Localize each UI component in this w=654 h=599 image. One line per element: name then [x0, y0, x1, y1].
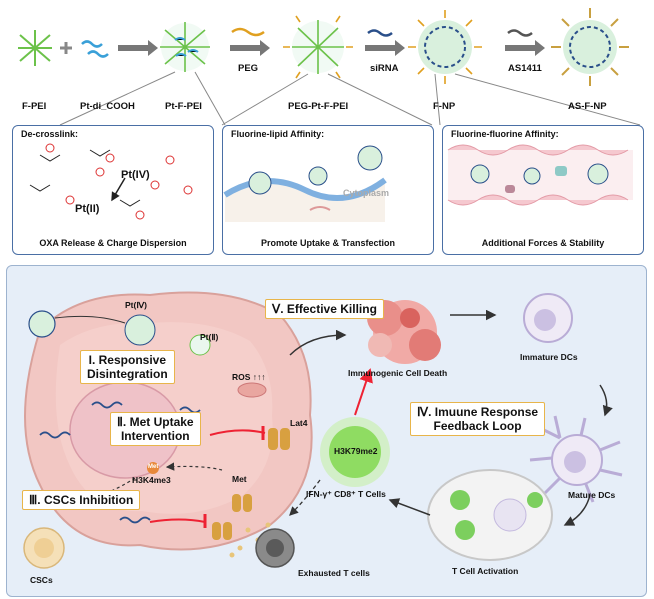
icd-label: Immunogenic Cell Death	[348, 368, 448, 378]
label-f-np: F-NP	[433, 101, 456, 112]
h3k4me3-label: H3K4me3	[132, 475, 171, 485]
disintegrating-np-icon	[124, 314, 156, 346]
callout-cscs-inhibition: Ⅲ. CSCs Inhibition	[22, 490, 141, 510]
met-transporter-icon	[212, 494, 252, 540]
exhausted-t-cells-label: Exhausted T cells	[298, 568, 370, 578]
as-f-np-icon	[551, 8, 629, 86]
label-f-pei: F-PEI	[22, 101, 47, 112]
peg-arrow-icon	[230, 40, 270, 56]
callout-immune-feedback-loop: Ⅳ. Imuune Response Feedback Loop	[410, 402, 546, 436]
pt-f-pei-cluster-icon	[160, 22, 210, 72]
pt2-label: Pt(II)	[75, 203, 100, 215]
pt-di-cooh-icon	[81, 40, 109, 58]
cell-membrane-illustration	[223, 145, 387, 222]
plus-icon	[60, 42, 72, 54]
callout-effective-killing: Ⅴ. Effective Killing	[265, 299, 384, 319]
fpei-molecule-icon	[18, 30, 52, 66]
met-badge-icon	[147, 462, 159, 474]
t-cell-activation-label: T Cell Activation	[452, 566, 519, 576]
peg-pt-f-pei-icon	[283, 15, 353, 79]
panel-title: Fluorine-lipid Affinity:	[231, 129, 325, 139]
arrow-icon	[118, 40, 158, 56]
blood-vessel-illustration	[447, 144, 633, 206]
panel-footer: Additional Forces & Stability	[481, 238, 605, 248]
cd8-t-cell-icon	[320, 417, 390, 487]
pt4-label: Pt(IV)	[121, 169, 150, 181]
met-label: Met	[232, 474, 247, 484]
nanoparticle-icon	[28, 310, 56, 338]
panel-title: De-crosslink:	[21, 129, 79, 139]
dying-tumor-cluster-icon	[367, 300, 441, 364]
label-peg-pt-f-pei: PEG-Pt-F-PEI	[288, 101, 349, 112]
as1411-arrow-icon	[505, 40, 545, 56]
sirna-arrow-icon	[365, 40, 405, 56]
panel-title: Fluorine-fluorine Affinity:	[451, 129, 559, 139]
pt2-label: Pt(Ⅱ)	[200, 332, 219, 342]
panel-fluorine-fluorine: Fluorine-fluorine Affinity: Additional F…	[442, 125, 644, 255]
label-sirna: siRNA	[370, 63, 399, 74]
panel-decrosslink: De-crosslink: Pt(IV) Pt(II) OXA Release …	[12, 125, 214, 255]
met-badge-label: Met	[148, 464, 159, 470]
label-peg: PEG	[238, 63, 259, 74]
label-pt-di-cooh: Pt-di_COOH	[80, 101, 135, 112]
label-as1411: AS1411	[508, 63, 542, 74]
label-as-f-np: AS-F-NP	[568, 101, 607, 112]
synthesis-scheme-graphics	[18, 8, 641, 222]
t-cell-activation-icon	[427, 469, 553, 561]
cscs-label: CSCs	[30, 575, 53, 585]
panel-fluorine-lipid: Fluorine-lipid Affinity: Cytoplasm Promo…	[222, 125, 434, 255]
lat4-label: Lat4	[290, 418, 308, 428]
lat4-transporter-icon	[268, 428, 290, 450]
immature-dc-label: Immature DCs	[520, 352, 578, 362]
f-np-icon	[408, 10, 482, 84]
cd8-t-cells-label: IFN-γ⁺ CD8⁺ T Cells	[306, 489, 386, 499]
mitochondria-icon	[237, 382, 267, 398]
panel-footer: OXA Release & Charge Dispersion	[39, 238, 187, 248]
ros-label: ROS ↑↑↑	[232, 372, 266, 382]
pt4-label: Pt(Ⅳ)	[125, 300, 148, 310]
callout-responsive-disintegration: I. Responsive Disintegration	[80, 350, 175, 384]
label-pt-f-pei: Pt-F-PEI	[165, 101, 202, 112]
panel-footer: Promote Uptake & Transfection	[260, 238, 396, 248]
mature-dc-icon	[529, 415, 623, 503]
mature-dc-label: Mature DCs	[568, 490, 616, 500]
h3k79me2-label: H3K79me2	[334, 446, 378, 456]
callout-met-uptake-intervention: Ⅱ. Met Uptake Intervention	[110, 412, 201, 446]
cytoplasm-label: Cytoplasm	[343, 188, 390, 198]
decrosslink-illustration	[29, 149, 141, 207]
